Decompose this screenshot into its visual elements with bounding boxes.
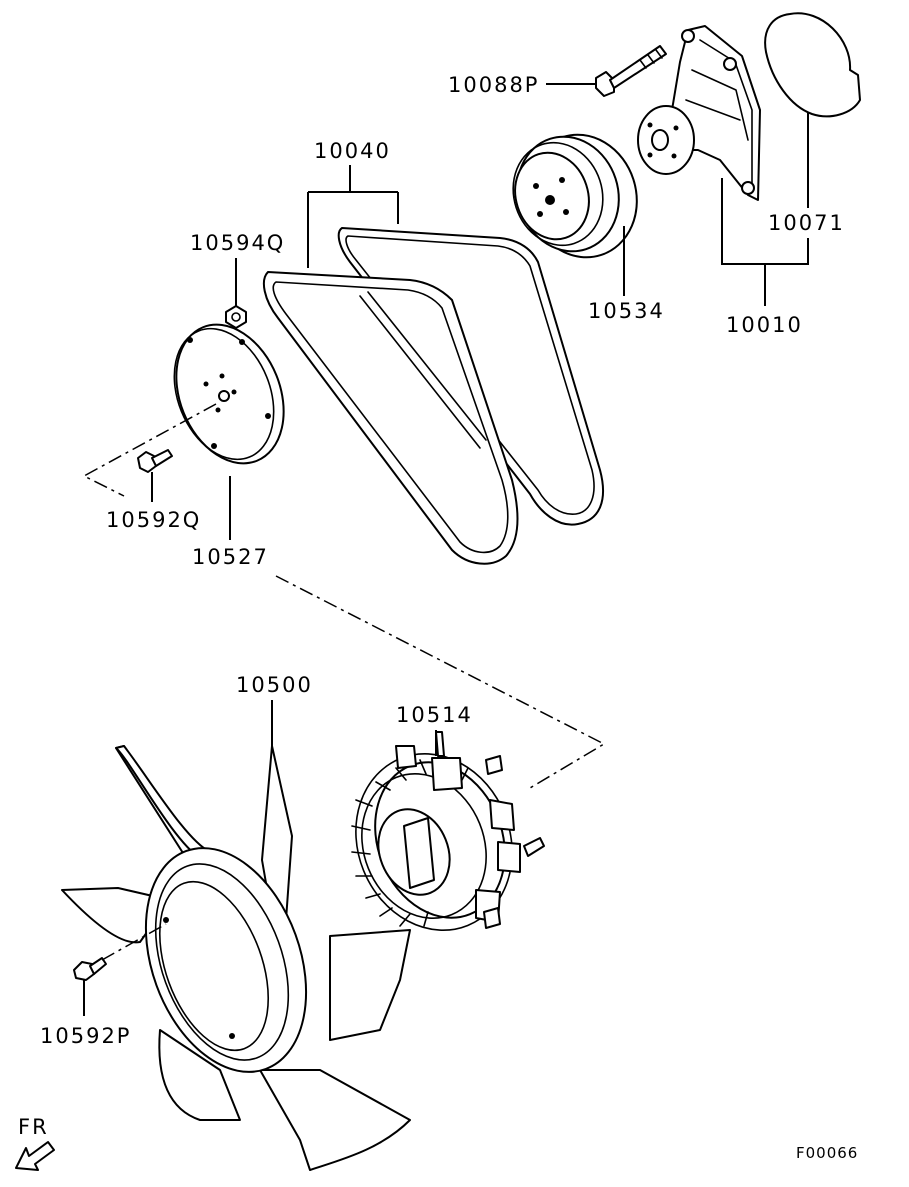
figure-code: F00066 bbox=[796, 1144, 858, 1162]
part-labels: 10088P 10040 10594Q 10534 10071 10010 10… bbox=[40, 73, 845, 1048]
label-10010: 10010 bbox=[726, 313, 803, 337]
drive-belts-part bbox=[262, 227, 604, 565]
label-10071: 10071 bbox=[768, 211, 845, 235]
label-10514: 10514 bbox=[396, 703, 473, 727]
bolt-10592q bbox=[137, 449, 173, 473]
label-10527: 10527 bbox=[192, 545, 269, 569]
label-10534: 10534 bbox=[588, 299, 665, 323]
bolt-10592p bbox=[73, 957, 107, 981]
label-10592q: 10592Q bbox=[106, 508, 201, 532]
gasket-part bbox=[764, 12, 861, 118]
label-10088p: 10088P bbox=[448, 73, 539, 97]
leader-lines bbox=[83, 83, 809, 1016]
pulley-part bbox=[512, 133, 638, 259]
label-10594q: 10594Q bbox=[190, 231, 285, 255]
cooling-fan-part bbox=[61, 745, 411, 1171]
front-direction-indicator: FR bbox=[15, 1115, 55, 1171]
direction-label: FR bbox=[18, 1115, 49, 1139]
label-10040: 10040 bbox=[314, 139, 391, 163]
water-pump-part bbox=[637, 25, 761, 201]
spacer-plate-part bbox=[173, 323, 285, 465]
alignment-lines bbox=[82, 403, 606, 961]
fan-clutch-part bbox=[351, 731, 545, 931]
arrow-icon bbox=[15, 1141, 55, 1171]
label-10500: 10500 bbox=[236, 673, 313, 697]
nut-10594q bbox=[225, 305, 247, 329]
bolt-10088p bbox=[595, 45, 667, 97]
label-10592p: 10592P bbox=[40, 1024, 131, 1048]
